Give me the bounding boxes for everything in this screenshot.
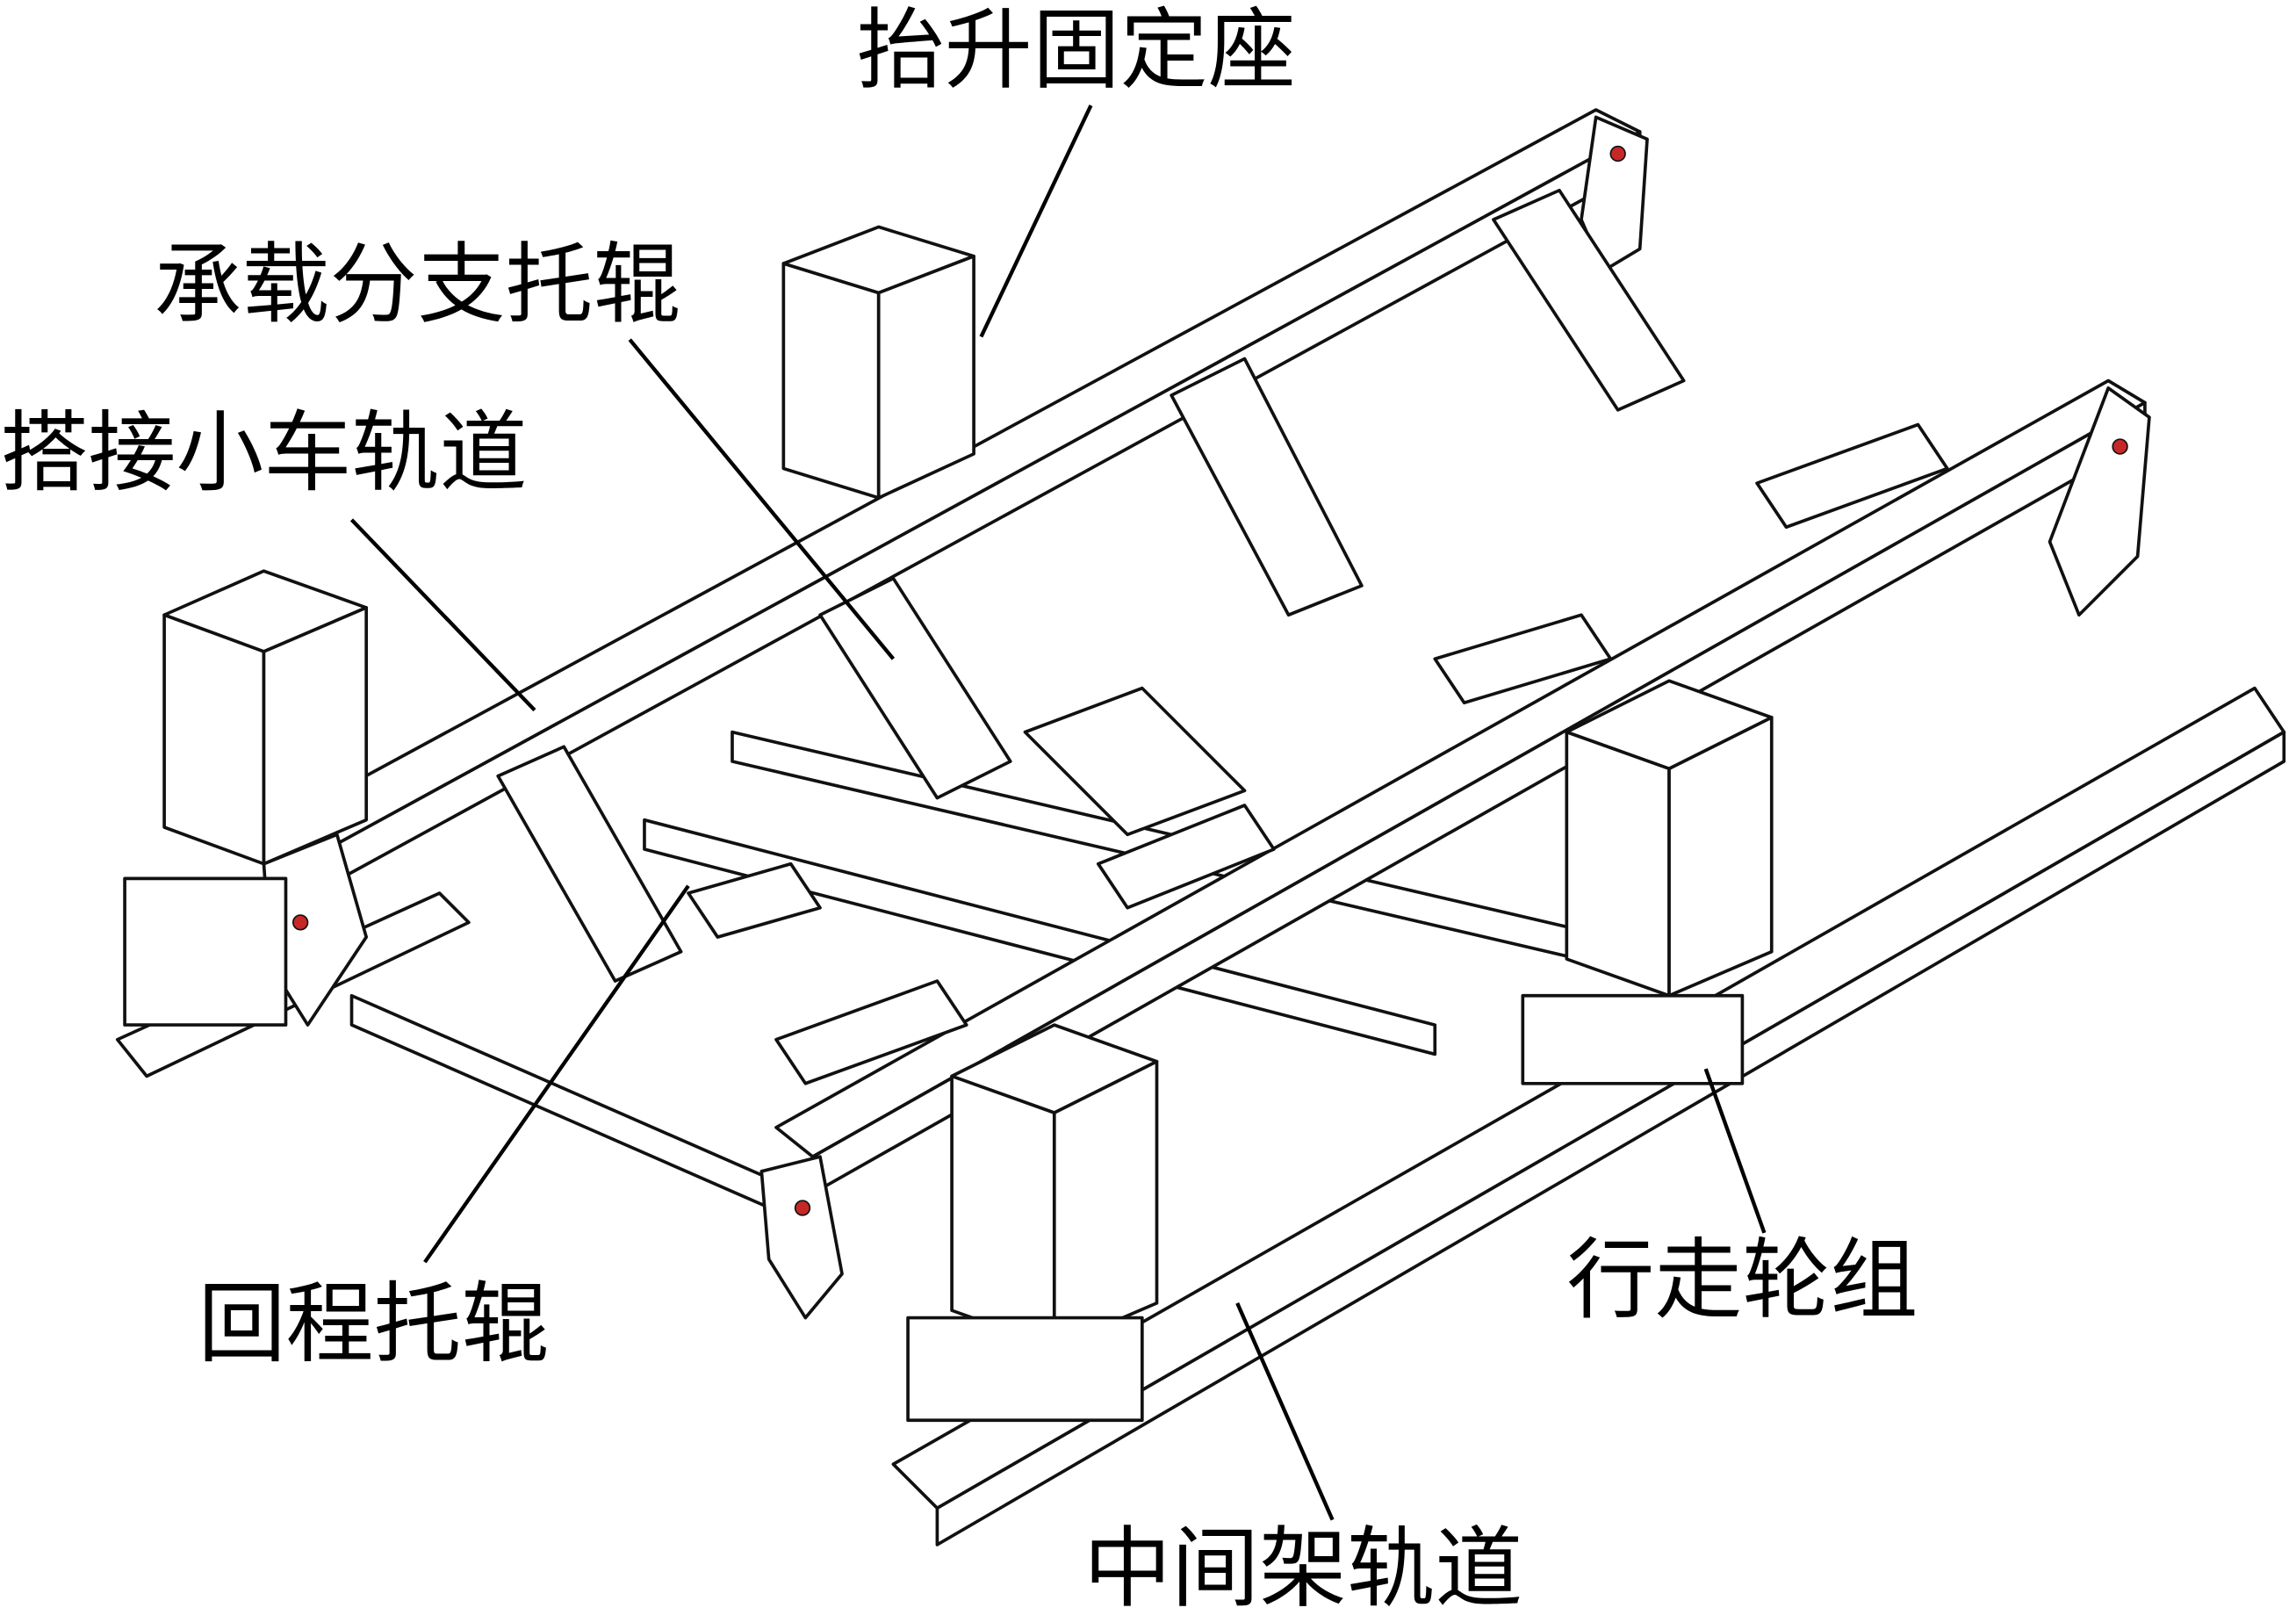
leader-lift-seat	[979, 105, 1093, 338]
leader-carry-idler	[628, 338, 896, 660]
wheel-set	[1521, 993, 1745, 1085]
lift-seat-box	[1565, 679, 1774, 998]
lift-seat-box	[162, 569, 369, 866]
leader-wheel-set	[1703, 1068, 1767, 1234]
frame-drawing	[115, 108, 2286, 1547]
return-idler	[774, 979, 968, 1085]
label-lift-seat: 抬升固定座	[857, 0, 1296, 102]
label-trolley-rail: 搭接小车轨道	[0, 401, 527, 504]
label-return-idler: 回程托辊	[198, 1273, 549, 1375]
leader-frame-rail	[1235, 1301, 1335, 1521]
carry-idler	[818, 576, 1012, 800]
label-wheel-set: 行走轮组	[1566, 1229, 1918, 1331]
leader-return-idler	[423, 884, 690, 1264]
lift-seat-box	[950, 1023, 1159, 1349]
leader-trolley-rail	[349, 518, 536, 712]
lift-seat-box	[781, 225, 975, 500]
label-carry-idler: 承载分支托辊	[154, 233, 680, 335]
label-frame-rail: 中间架轨道	[1083, 1518, 1522, 1615]
